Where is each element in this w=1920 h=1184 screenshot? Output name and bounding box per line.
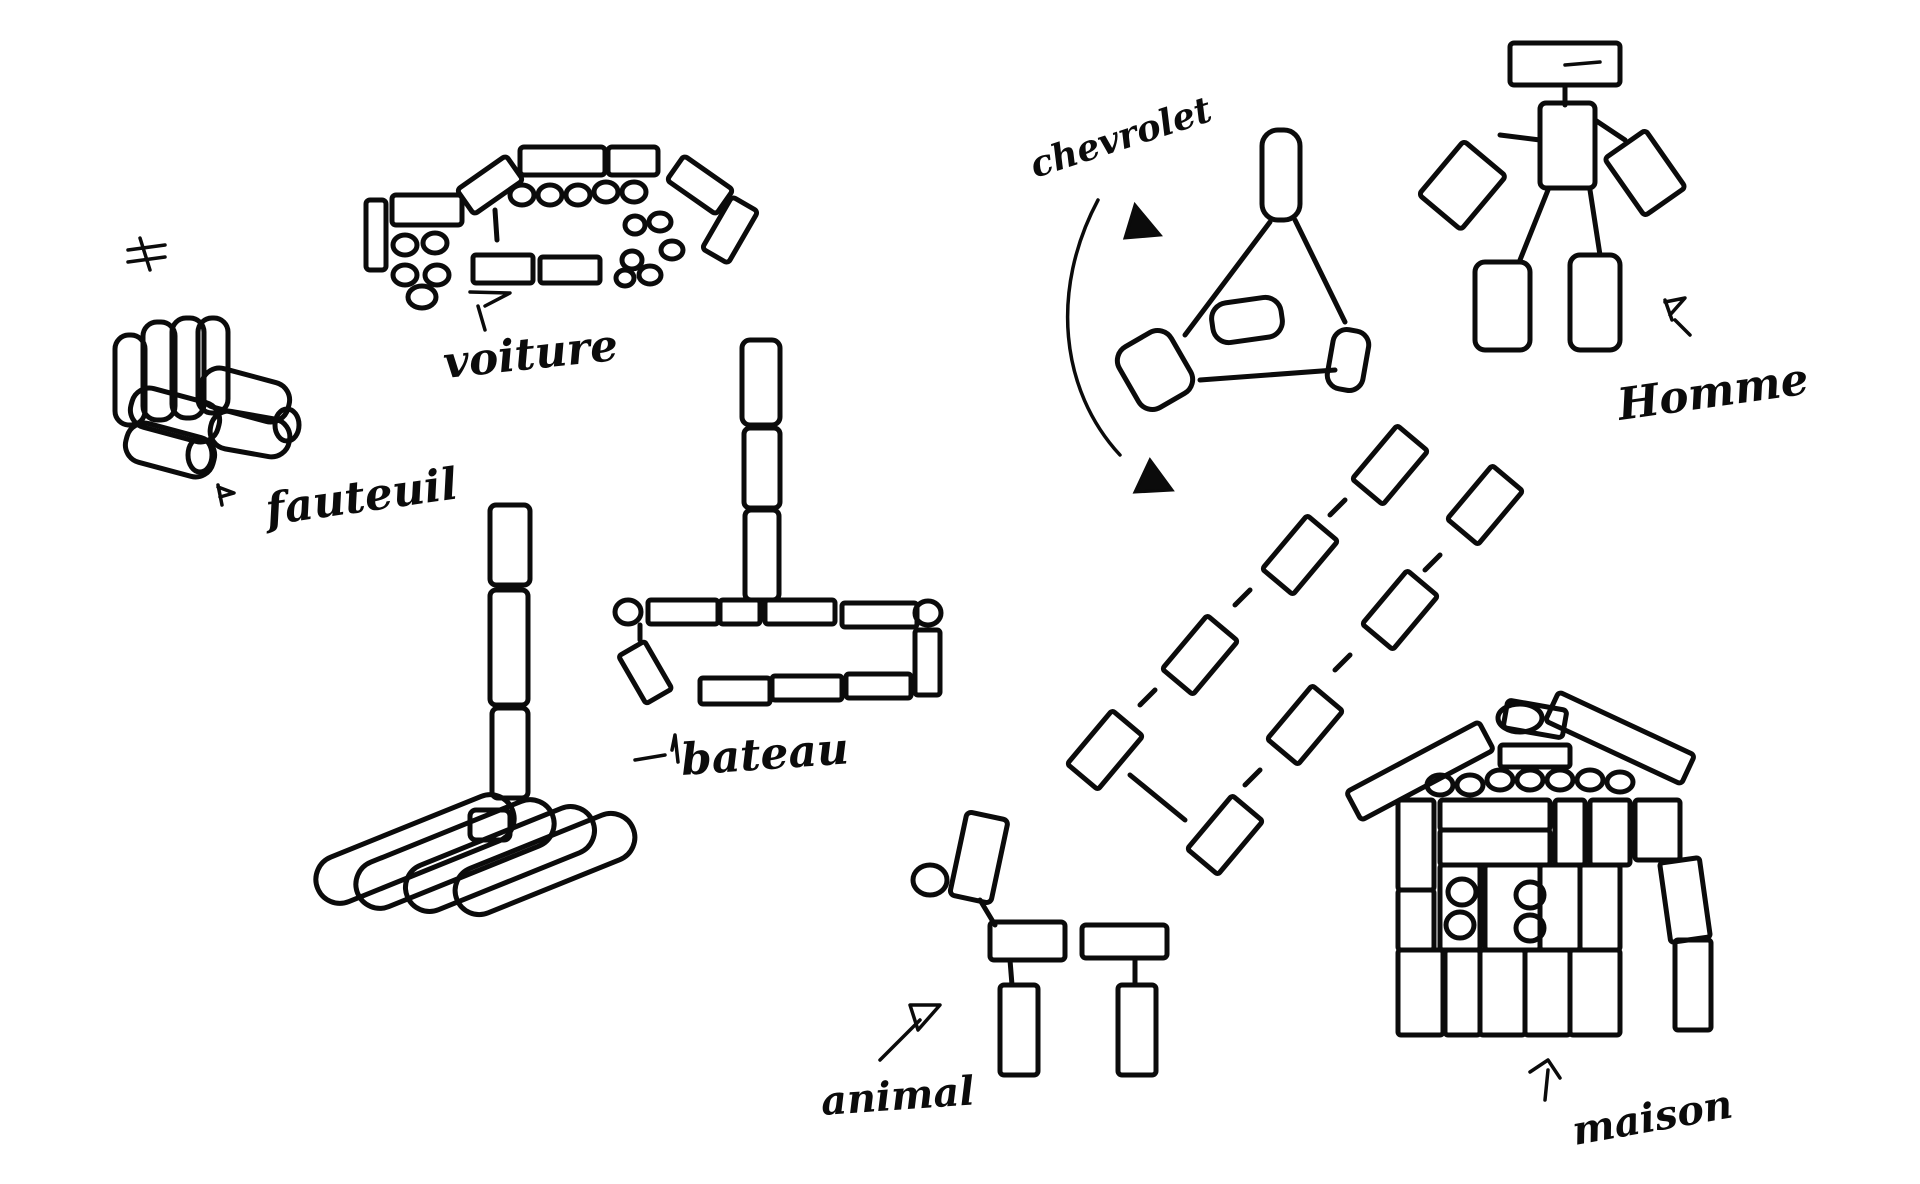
house-sketch (1345, 690, 1714, 1102)
animal-sketch (878, 809, 1170, 1078)
chain-sketch (1065, 424, 1525, 876)
label-fauteuil: fauteuil (259, 459, 460, 537)
armchair-sketch (112, 236, 302, 507)
boat-sketch (612, 337, 944, 764)
label-homme: Homme (1612, 354, 1811, 432)
label-maison: maison (1569, 1080, 1736, 1154)
tripod-sketch (1065, 127, 1372, 494)
car-sketch (363, 144, 760, 332)
label-bateau: bateau (679, 723, 850, 786)
man-sketch (1417, 40, 1692, 353)
label-voiture: voiture (441, 320, 620, 389)
raft-sketch (313, 502, 638, 918)
label-chevrolet: chevrolet (1025, 88, 1217, 186)
label-animal: animal (819, 1067, 976, 1125)
